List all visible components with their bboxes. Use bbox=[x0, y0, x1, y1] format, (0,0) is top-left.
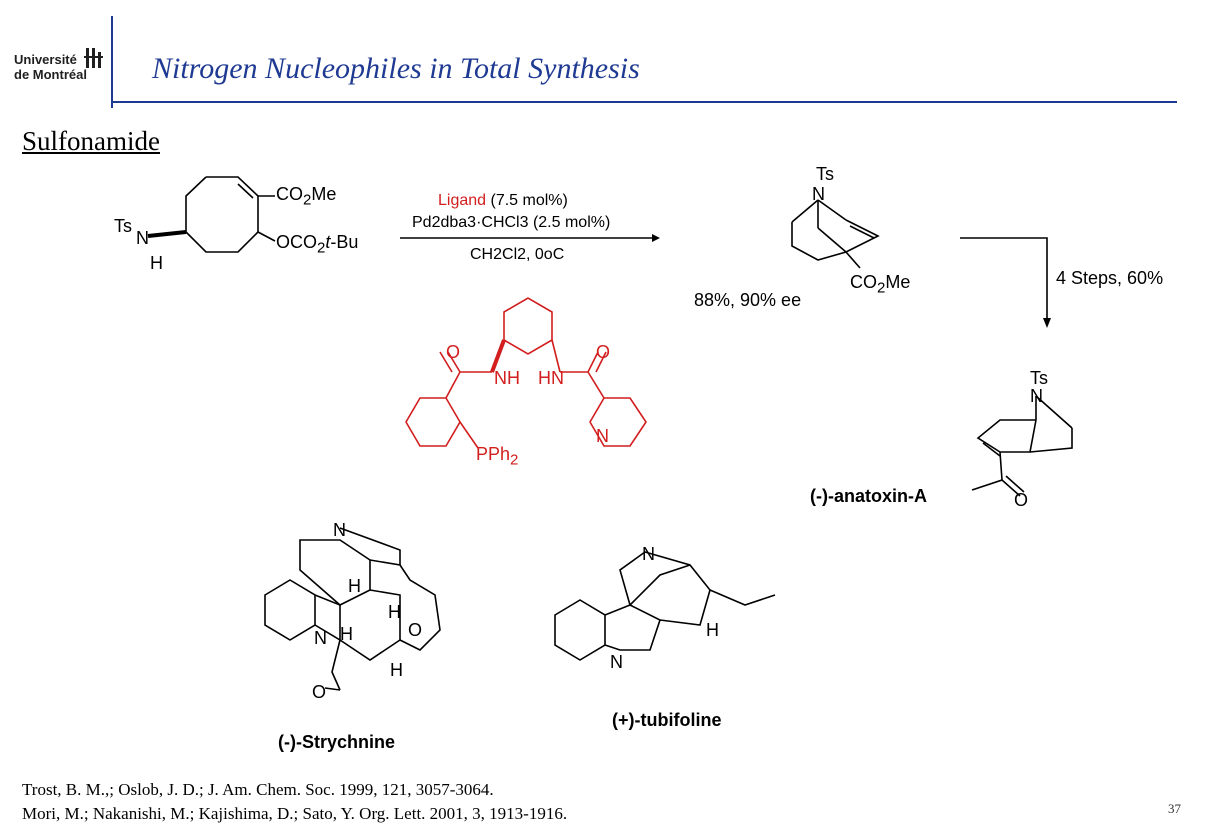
page-title: Nitrogen Nucleophiles in Total Synthesis bbox=[152, 52, 640, 85]
reference-2: Mori, M.; Nakanishi, M.; Kajishima, D.; … bbox=[22, 804, 568, 823]
strychnine-h4: H bbox=[390, 660, 403, 680]
anatoxin-ts-label: Ts bbox=[1030, 368, 1048, 388]
anatoxin-structure bbox=[971, 395, 1073, 497]
logo-line-1: Université bbox=[14, 52, 77, 67]
tubifoline-n-top: N bbox=[642, 544, 655, 564]
h-label: H bbox=[150, 253, 163, 273]
product-ts-label: Ts bbox=[816, 164, 834, 184]
strychnine-h3: H bbox=[340, 624, 353, 644]
ligand-o2: O bbox=[596, 342, 611, 362]
ligand-pph2: PPh2 bbox=[476, 444, 519, 469]
starting-material-structure bbox=[147, 176, 276, 253]
co2me-label: CO2Me bbox=[276, 184, 337, 209]
yield-label: 88%, 90% ee bbox=[694, 290, 802, 310]
steps-label: 4 Steps, 60% bbox=[1056, 268, 1164, 288]
n-label: N bbox=[136, 228, 149, 248]
tubifoline-h: H bbox=[706, 620, 719, 640]
reference-1: Trost, B. M.,; Oslob, J. D.; J. Am. Chem… bbox=[22, 780, 494, 799]
strychnine-n-top: N bbox=[333, 520, 346, 540]
strychnine-h1: H bbox=[348, 576, 361, 596]
strychnine-n-bottom: N bbox=[314, 628, 327, 648]
page-number: 37 bbox=[1168, 801, 1181, 816]
section-title: Sulfonamide bbox=[22, 126, 160, 156]
ligand-structure bbox=[405, 297, 647, 449]
strychnine-name: (-)-Strychnine bbox=[278, 732, 395, 752]
conditions-ligand: Ligand (7.5 mol%) bbox=[438, 192, 568, 210]
conditions-catalyst: Pd2dba3·CHCl3 (2.5 mol%) bbox=[412, 214, 611, 231]
strychnine-h2: H bbox=[388, 602, 401, 622]
ligand-loading: (7.5 mol%) bbox=[490, 192, 568, 209]
logo-line-2: de Montréal bbox=[14, 67, 87, 82]
university-crest-icon bbox=[84, 48, 103, 68]
ligand-word: Ligand bbox=[438, 192, 487, 209]
tubifoline-name: (+)-tubifoline bbox=[612, 710, 722, 730]
anatoxin-n-label: N bbox=[1030, 386, 1043, 406]
product-n-label: N bbox=[812, 184, 825, 204]
strychnine-o-carbonyl: O bbox=[312, 682, 327, 702]
oco2tbu-label: OCO2t-Bu bbox=[276, 232, 359, 257]
ligand-nh1: NH bbox=[494, 368, 520, 388]
header-horizontal-rule bbox=[113, 101, 1177, 103]
ts-label: Ts bbox=[114, 216, 132, 236]
tubifoline-n-bottom: N bbox=[610, 652, 623, 672]
university-logo-text: Université de Montréal bbox=[14, 52, 87, 82]
tubifoline-structure bbox=[554, 551, 776, 661]
ligand-n-pyridine: N bbox=[596, 426, 609, 446]
product-co2me-label: CO2Me bbox=[850, 272, 911, 297]
strychnine-o-ring: O bbox=[408, 620, 423, 640]
strychnine-structure bbox=[264, 527, 441, 691]
anatoxin-o-label: O bbox=[1014, 490, 1029, 510]
bicyclic-product-structure bbox=[791, 199, 880, 269]
ligand-o1: O bbox=[446, 342, 461, 362]
header-vertical-rule bbox=[111, 16, 113, 108]
ligand-hn2: HN bbox=[538, 368, 564, 388]
anatoxin-name: (-)-anatoxin-A bbox=[810, 486, 927, 506]
conditions-solvent: CH2Cl2, 0oC bbox=[470, 246, 565, 263]
